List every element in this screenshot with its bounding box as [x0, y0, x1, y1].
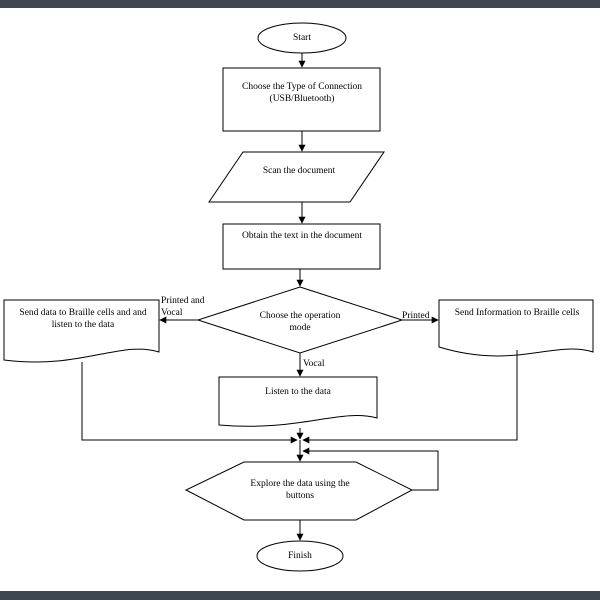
choose-connection-label: Choose the Type of Connection (USB/Bluet…: [241, 82, 362, 104]
listen-data-document: [218, 376, 378, 427]
listen-label: Listen to the data: [265, 387, 331, 397]
explore-label: Explore the data using the buttons: [250, 479, 350, 501]
choose-mode-label: Choose the operation mode: [259, 311, 341, 333]
top-frame-bar: [0, 0, 600, 8]
finish-terminal: [256, 540, 344, 572]
scan-input-shape: [208, 151, 385, 203]
send-braille-listen-document: [3, 299, 160, 363]
edge-printed-and-vocal-label: Printed and Vocal: [161, 296, 205, 318]
finish-label: Finish: [288, 551, 312, 561]
send-info-braille-document: [438, 299, 594, 357]
scan-label: Scan the document: [262, 166, 336, 176]
arrow-left-to-merge: [81, 362, 298, 444]
choose-connection-process: [222, 67, 381, 132]
explore-data-hexagon: [184, 461, 414, 521]
bottom-frame-bar: [0, 591, 600, 600]
obtain-text-process: [222, 223, 381, 270]
send-braille-listen-label: Send data to Braille cells and and liste…: [19, 308, 147, 330]
arrow-explore-loop: [302, 447, 439, 491]
obtain-label: Obtain the text in the document: [241, 231, 363, 241]
edge-vocal-label: Vocal: [303, 359, 325, 369]
arrow-right-to-merge: [302, 350, 518, 444]
start-label: Start: [293, 33, 311, 43]
edge-printed-label: Printed: [402, 311, 430, 321]
send-info-braille-label: Send Information to Braille cells: [454, 308, 580, 318]
